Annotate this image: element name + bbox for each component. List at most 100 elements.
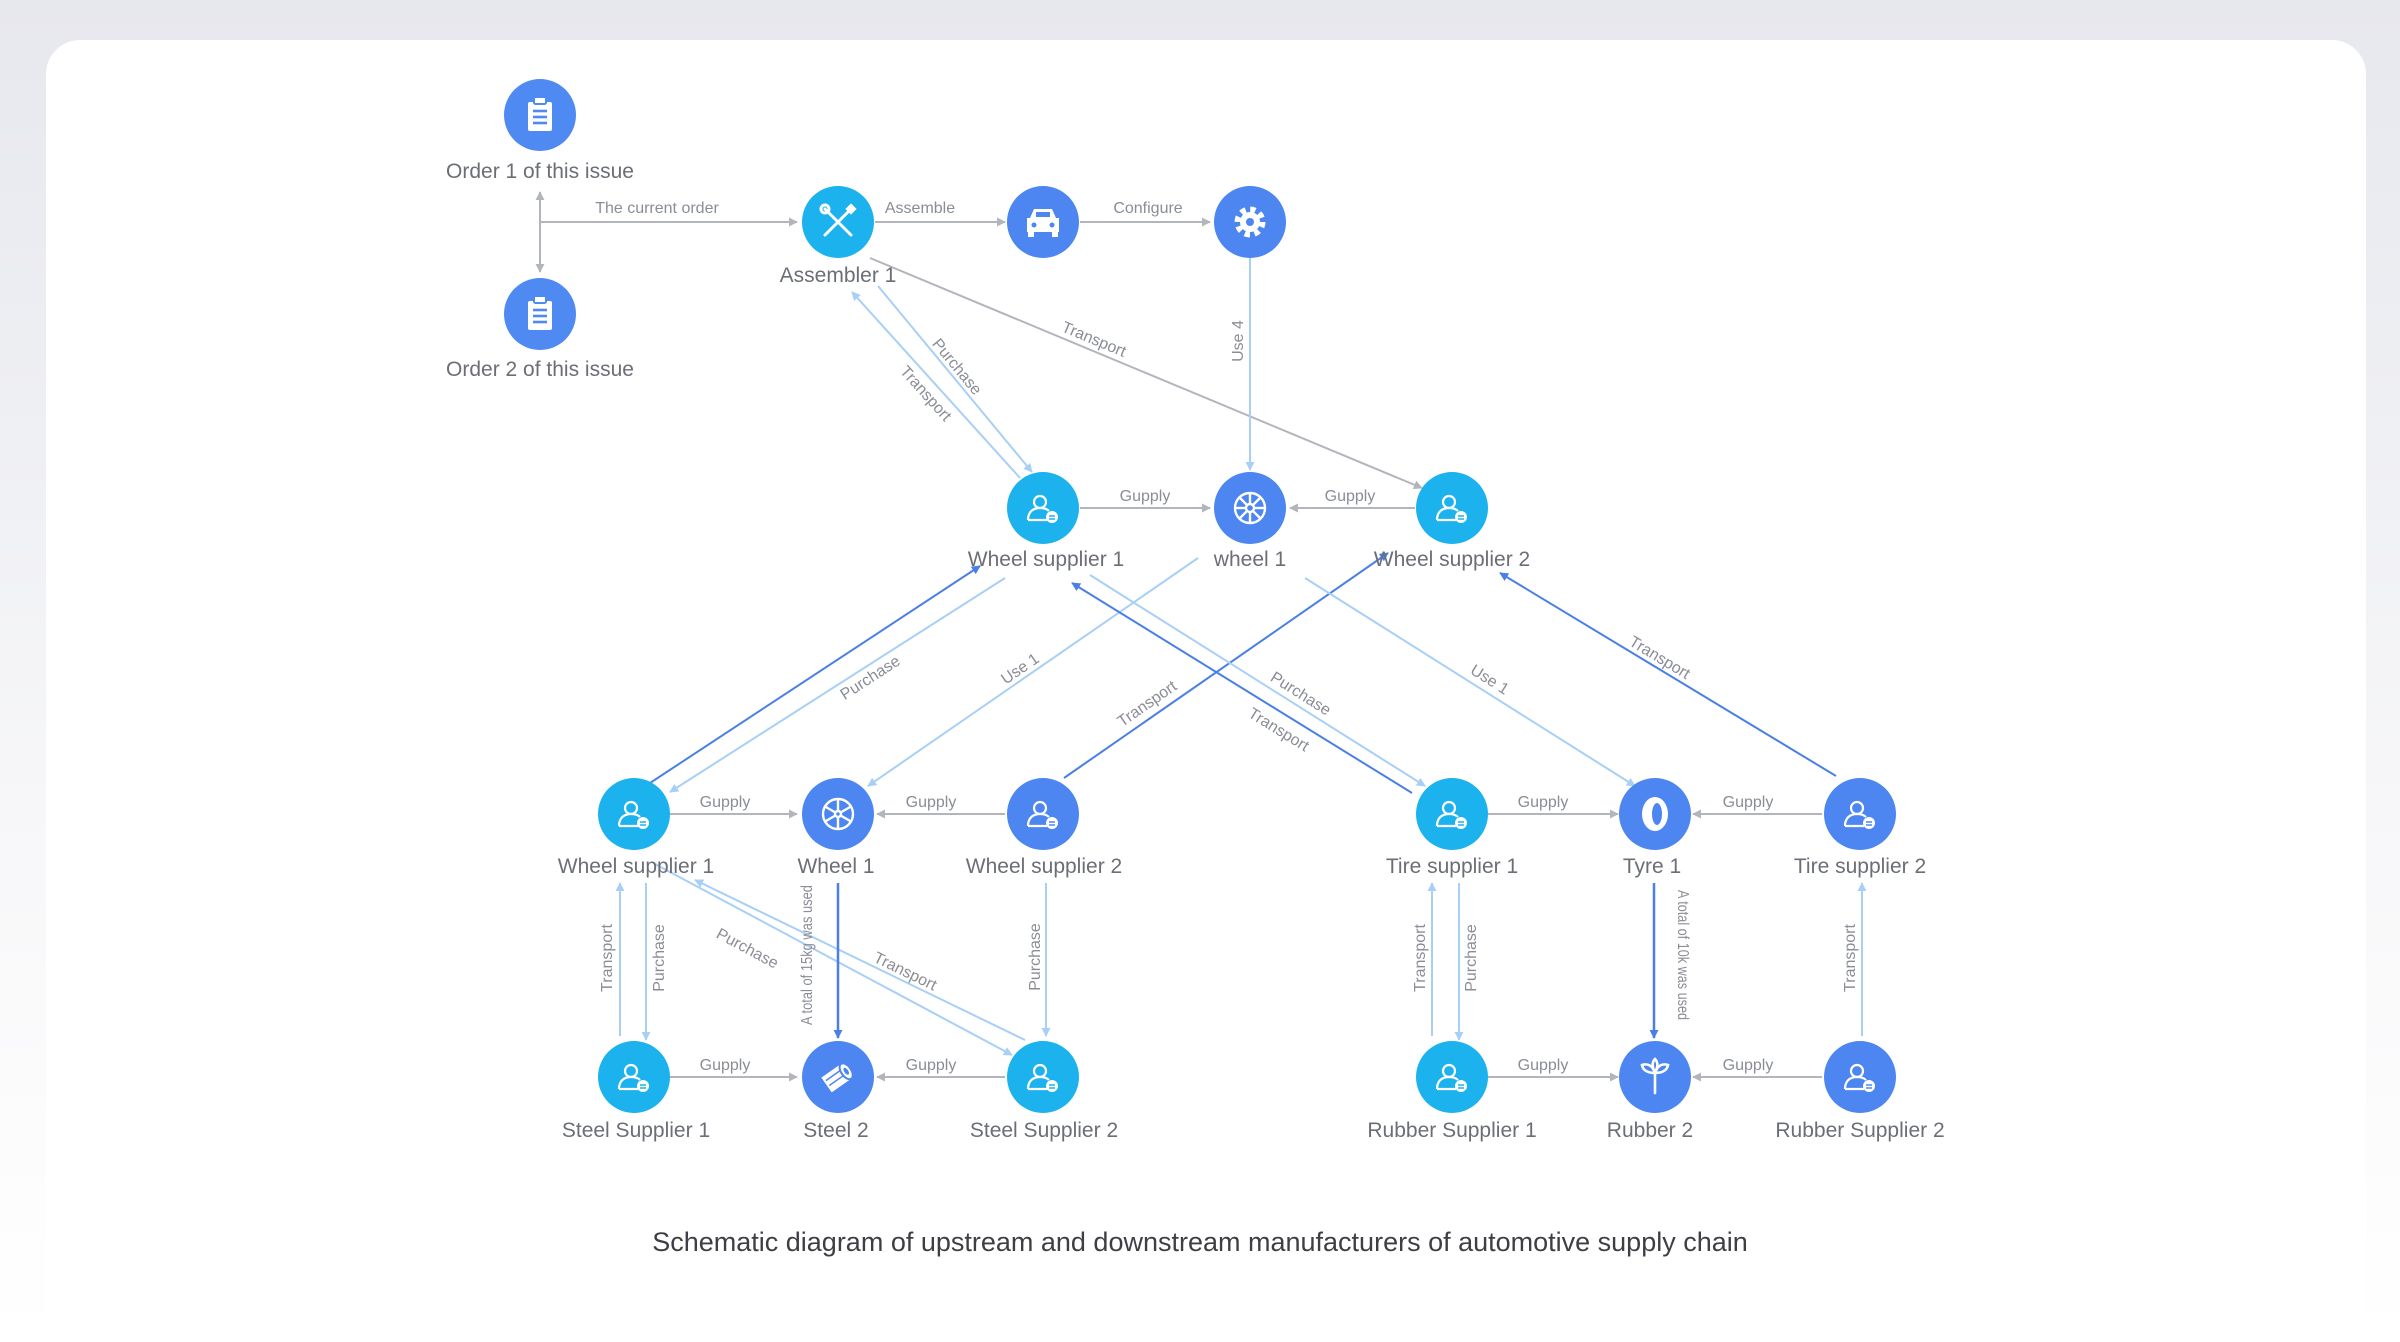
edge-label-current-order: The current order: [595, 200, 719, 217]
node-label-wheel-1-top: wheel 1: [1213, 548, 1286, 571]
edge-label-purchase-assembler-ws1: Purchase: [928, 336, 984, 399]
node-tire-supplier-2[interactable]: [1824, 778, 1896, 850]
node-label-rubber-supplier-1: Rubber Supplier 1: [1367, 1119, 1536, 1142]
wheel-icon: [821, 797, 855, 831]
edge-label-gupply-ss1-steel: Gupply: [700, 1057, 751, 1074]
edge-label-transport-ss2-wsm1: Transport: [871, 949, 940, 994]
node-label-wheel-supplier-2-top: Wheel supplier 2: [1374, 548, 1530, 571]
supplier-icon: [1843, 800, 1875, 829]
wheel-icon: [1233, 491, 1267, 525]
node-rubber-supplier-1[interactable]: [1416, 1041, 1488, 1113]
edge-label-transport-rs1-ts1: Transport: [1412, 924, 1429, 992]
node-wheel-1-mid[interactable]: [802, 778, 874, 850]
edge-transport-wsm1-wst1: [649, 565, 981, 784]
edge-label-purchase-wsm1-ss1: Purchase: [651, 924, 668, 992]
node-steel-supplier-1[interactable]: [598, 1041, 670, 1113]
node-tire-supplier-1[interactable]: [1416, 778, 1488, 850]
edge-label-purchase-wsm2-ss2: Purchase: [1027, 923, 1044, 991]
node-label-order1: Order 1 of this issue: [446, 160, 634, 183]
edge-purchase-wsm1-ss2: [654, 863, 1013, 1056]
supplier-icon: [1435, 494, 1467, 523]
supplier-icon: [1026, 494, 1058, 523]
edge-purchase-wst1-ts1: [1089, 574, 1426, 787]
edge-label-rubber-used-line1: A total of 10k was used: [1674, 890, 1691, 1020]
node-wheel-supplier-2-top[interactable]: [1416, 472, 1488, 544]
node-wheel-supplier-1-top[interactable]: [1007, 472, 1079, 544]
edge-label-transport-ss1-wsm1: Transport: [599, 924, 616, 992]
node-order1[interactable]: [504, 79, 576, 151]
car-icon: [1027, 209, 1059, 237]
edge-use1-tyre: [1304, 577, 1636, 787]
edge-transport-wsm2-wst2: [1063, 552, 1389, 779]
edge-label-use1-tyre: Use 1: [1467, 662, 1512, 699]
edge-label-steel-used: A total of 15kg was used: [799, 885, 816, 1025]
nodes: Order 1 of this issue Order 2 of this is…: [446, 79, 1945, 1142]
node-label-wheel-supplier-1-top: Wheel supplier 1: [968, 548, 1124, 571]
node-label-wheel-supplier-2-mid: Wheel supplier 2: [966, 855, 1122, 878]
edge-transport-ss2-wsm1: [694, 879, 1026, 1041]
node-wheel-supplier-2-mid[interactable]: [1007, 778, 1079, 850]
edge-transport-ts2-wst2: [1499, 572, 1837, 777]
diagram-card: [46, 40, 2366, 1342]
clipboard-icon: [528, 96, 552, 131]
edge-label-gupply-wsm1-wheel: Gupply: [700, 794, 751, 811]
edge-label-rubber-used: A total of 10k was used: [1674, 890, 1691, 1020]
edge-label-gupply-rs1-rubber: Gupply: [1518, 1057, 1569, 1074]
supplier-icon: [1435, 800, 1467, 829]
edge-label-gupply-ss2-steel: Gupply: [906, 1057, 957, 1074]
node-label-steel-supplier-2: Steel Supplier 2: [970, 1119, 1118, 1142]
edge-label-transport-ws2-top: Transport: [1059, 319, 1129, 361]
clipboard-icon: [528, 295, 552, 330]
node-label-steel-2: Steel 2: [803, 1119, 868, 1142]
node-label-assembler1: Assembler 1: [780, 264, 897, 287]
edge-label-gupply-rs2-rubber: Gupply: [1723, 1057, 1774, 1074]
edge-label-gupply-ts1-tyre: Gupply: [1518, 794, 1569, 811]
node-label-wheel-supplier-1-mid: Wheel supplier 1: [558, 855, 714, 878]
rubber-icon: [1640, 1057, 1670, 1095]
edge-label-transport-ts2-wst2: Transport: [1626, 633, 1693, 683]
node-car[interactable]: [1007, 186, 1079, 258]
edge-label-purchase-wst1-ts1: Purchase: [1267, 669, 1333, 719]
gear-icon: [1234, 206, 1266, 238]
edge-label-gupply-wsm2-wheel: Gupply: [906, 794, 957, 811]
node-label-rubber-supplier-2: Rubber Supplier 2: [1775, 1119, 1944, 1142]
node-order2[interactable]: [504, 278, 576, 350]
node-rubber-2[interactable]: [1619, 1041, 1691, 1113]
node-config[interactable]: [1214, 186, 1286, 258]
node-rubber-supplier-2[interactable]: [1824, 1041, 1896, 1113]
node-tyre-1[interactable]: [1619, 778, 1691, 850]
edge-label-transport-ts1-wst1: Transport: [1245, 705, 1312, 755]
edge-label-configure: Configure: [1113, 200, 1182, 217]
edge-label-use4: Use 4: [1230, 320, 1247, 362]
edge-purchase-assembler-ws1: [877, 285, 1033, 473]
node-label-order2: Order 2 of this issue: [446, 358, 634, 381]
node-label-wheel-1-mid: Wheel 1: [797, 855, 874, 878]
edges: The current order Assemble Configure Tra…: [535, 191, 1867, 1082]
edge-label-purchase-ts1-rs1: Purchase: [1463, 924, 1480, 992]
node-steel-supplier-2[interactable]: [1007, 1041, 1079, 1113]
edge-label-purchase-wsm1-ss2: Purchase: [713, 926, 781, 973]
supplier-icon: [617, 1063, 649, 1092]
node-label-tire-supplier-1: Tire supplier 1: [1386, 855, 1518, 878]
node-wheel-supplier-1-mid[interactable]: [598, 778, 670, 850]
node-label-steel-supplier-1: Steel Supplier 1: [562, 1119, 710, 1142]
node-wheel-1-top[interactable]: [1214, 472, 1286, 544]
node-assembler1[interactable]: [802, 186, 874, 258]
edge-label-gupply-ws2-wheel-top: Gupply: [1325, 488, 1376, 505]
supplier-icon: [1026, 1063, 1058, 1092]
edge-label-transport-rs2-ts2: Transport: [1842, 924, 1859, 992]
edge-label-steel-used-line1: A total of 15kg was used: [799, 885, 816, 1025]
node-steel-2[interactable]: [802, 1041, 874, 1113]
tyre-icon: [1642, 797, 1668, 831]
steel-icon: [821, 1062, 854, 1093]
supplier-icon: [1843, 1063, 1875, 1092]
edge-transport-ws1-assembler: [851, 291, 1021, 479]
node-label-tire-supplier-2: Tire supplier 2: [1794, 855, 1926, 878]
diagram-caption: Schematic diagram of upstream and downst…: [652, 1227, 1748, 1257]
supplier-icon: [1435, 1063, 1467, 1092]
edge-transport-ts1-wst1: [1071, 582, 1413, 794]
supplier-icon: [1026, 800, 1058, 829]
edge-label-gupply-ts2-tyre: Gupply: [1723, 794, 1774, 811]
edge-label-assemble: Assemble: [885, 200, 955, 217]
